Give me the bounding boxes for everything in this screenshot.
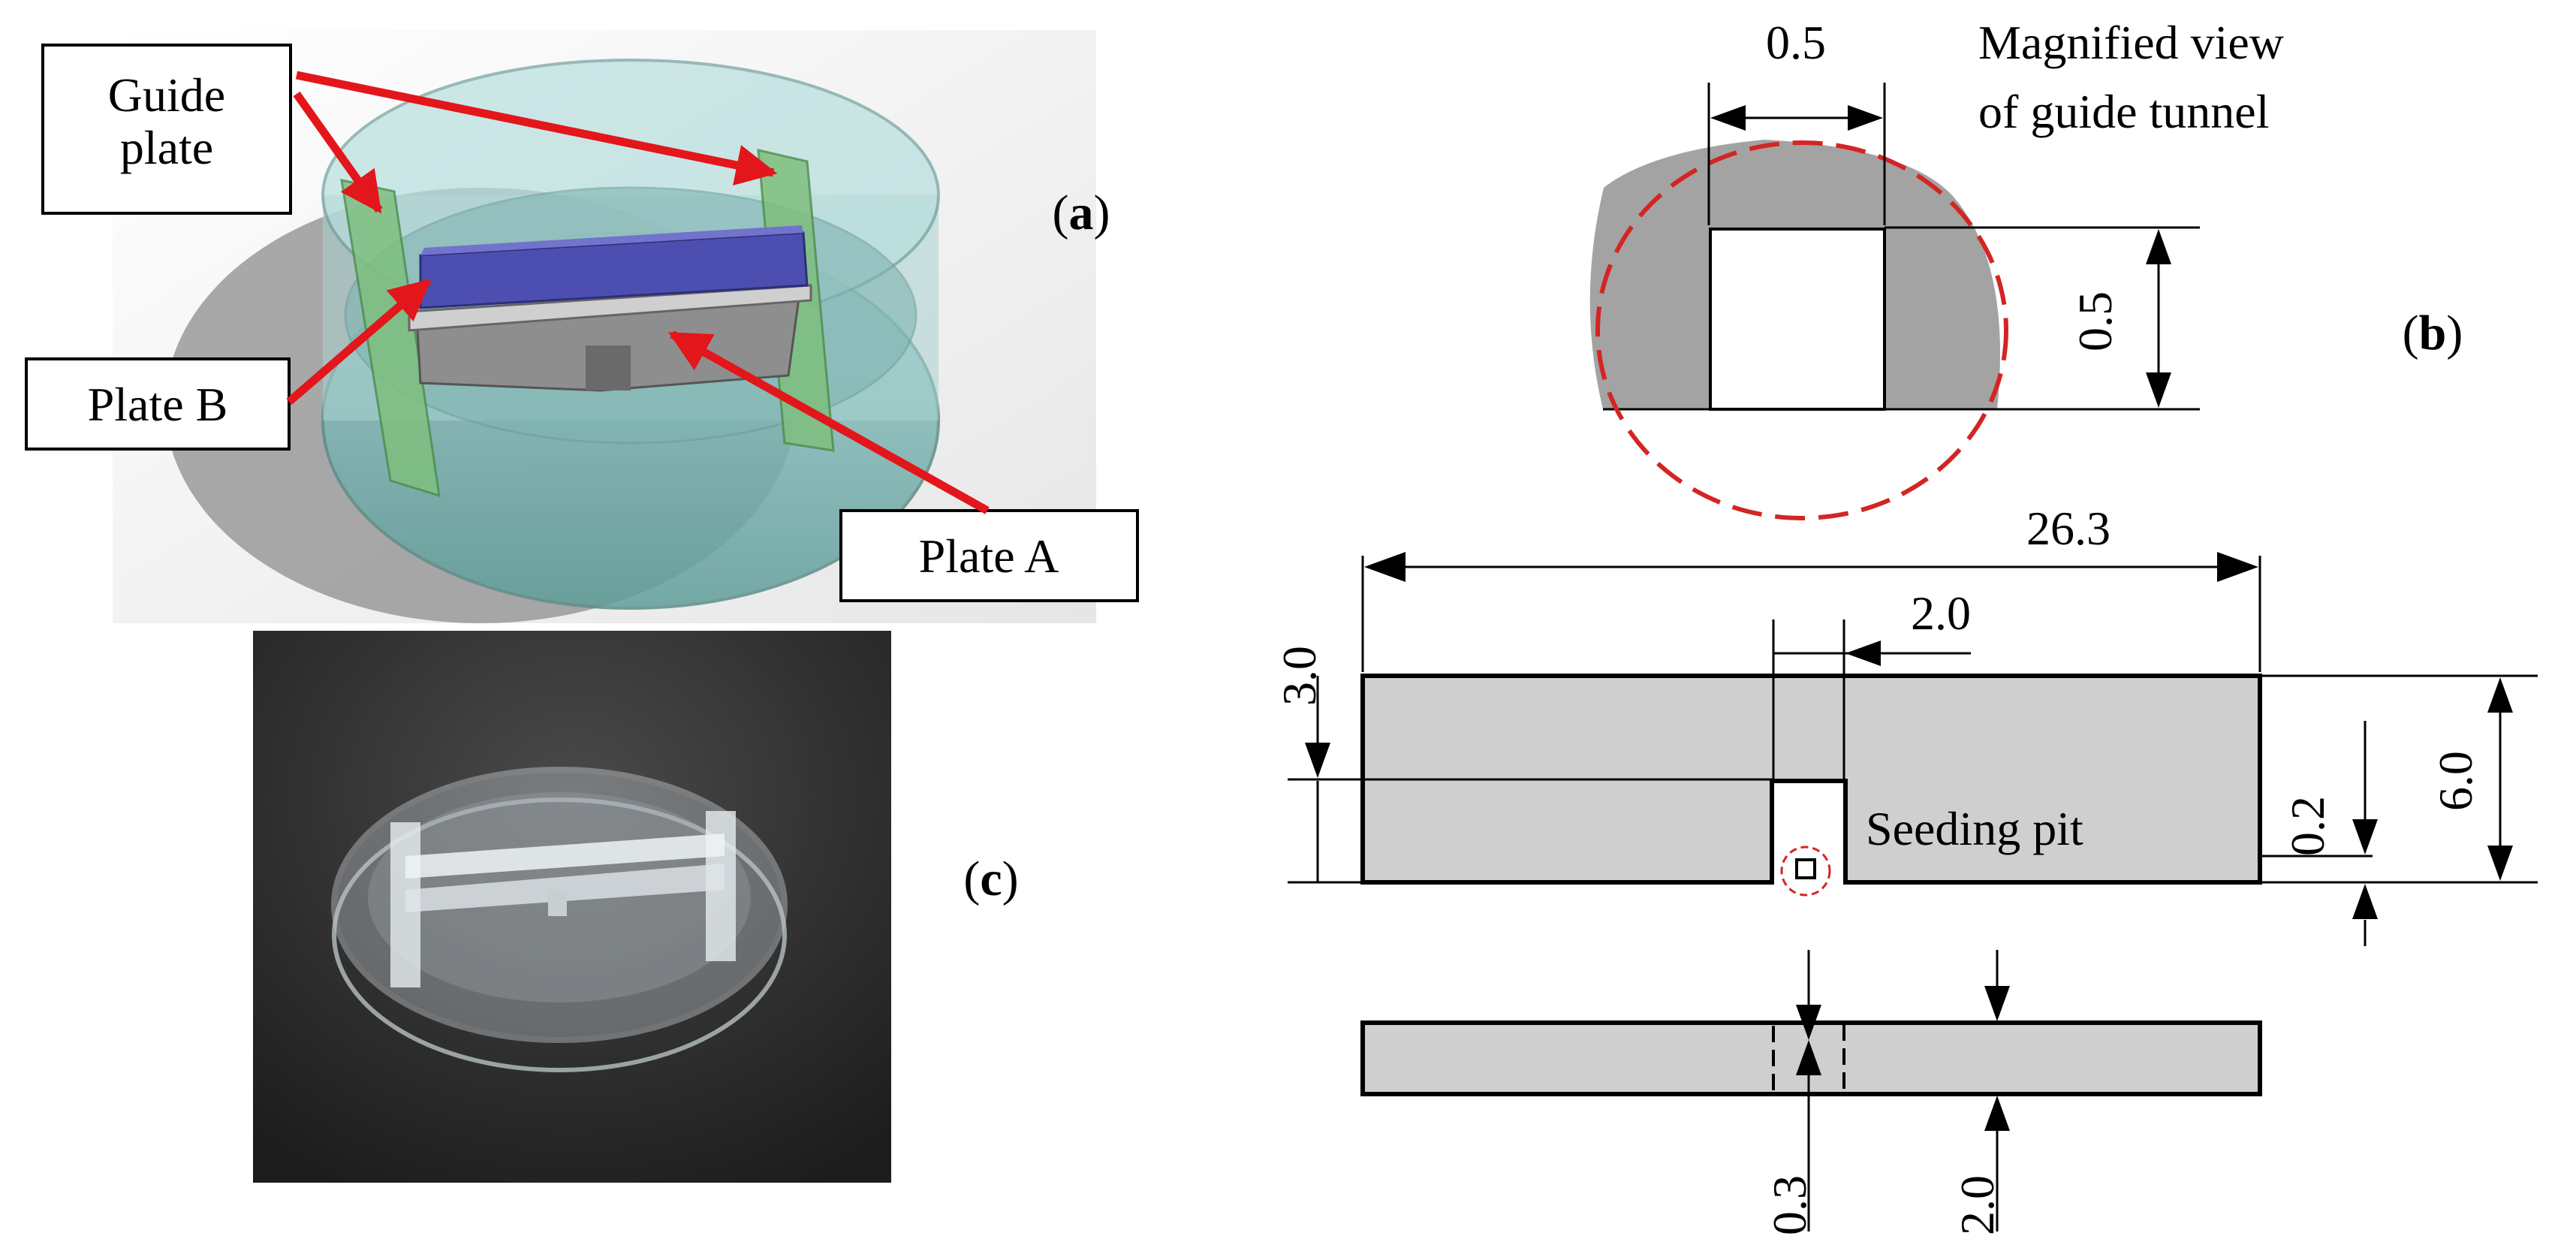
panel-b-label: (b)	[2403, 306, 2463, 360]
svg-text:Plate B: Plate B	[88, 378, 228, 431]
svg-text:Plate A: Plate A	[919, 529, 1059, 583]
plate-height-dimension	[2260, 674, 2538, 881]
panel-a-render	[113, 30, 1096, 623]
tunnel-offset-dimension	[2260, 721, 2538, 946]
callout-arrows	[286, 71, 990, 514]
guide-plate-callout: Guide plate	[41, 44, 292, 215]
tunnel-thickness-value: 0.3	[1763, 1175, 1816, 1235]
plate-a-callout: Plate A	[839, 509, 1139, 602]
plate-length-value: 26.3	[2026, 502, 2111, 555]
pit-width-dimension	[1772, 619, 1971, 781]
tunnel-width-dimension	[1707, 83, 1886, 225]
panel-c-photo	[253, 631, 891, 1183]
plate-thickness-dimension	[1984, 950, 2010, 1231]
pit-width-value: 2.0	[1911, 586, 1971, 640]
magnified-view	[1589, 140, 2008, 520]
magnified-title-line2: of guide tunnel	[1978, 85, 2269, 138]
tunnel-height-dimension	[1885, 226, 2200, 411]
pit-depth-dimension	[1288, 676, 1772, 884]
plate-length-dimension	[1361, 552, 2261, 672]
panel-a-label: (a)	[1053, 185, 1110, 240]
tunnel-width-value: 0.5	[1766, 16, 1826, 69]
seeding-pit-label: Seeding pit	[1866, 802, 2083, 855]
svg-text:plate: plate	[120, 121, 213, 174]
svg-text:Guide: Guide	[108, 68, 225, 122]
plate-height-value: 6.0	[2429, 751, 2482, 811]
plate-front-view	[1360, 674, 2262, 897]
tunnel-offset-value: 0.2	[2281, 796, 2334, 856]
plate-b-callout: Plate B	[25, 357, 291, 451]
pit-depth-value: 3.0	[1273, 646, 1326, 706]
tunnel-height-value: 0.5	[2068, 291, 2122, 351]
tunnel-thickness-dimension	[1796, 950, 1821, 1231]
plate-thickness-value: 2.0	[1951, 1175, 2004, 1235]
panel-c-label: (c)	[963, 852, 1018, 906]
magnified-title-line1: Magnified view	[1978, 16, 2284, 69]
